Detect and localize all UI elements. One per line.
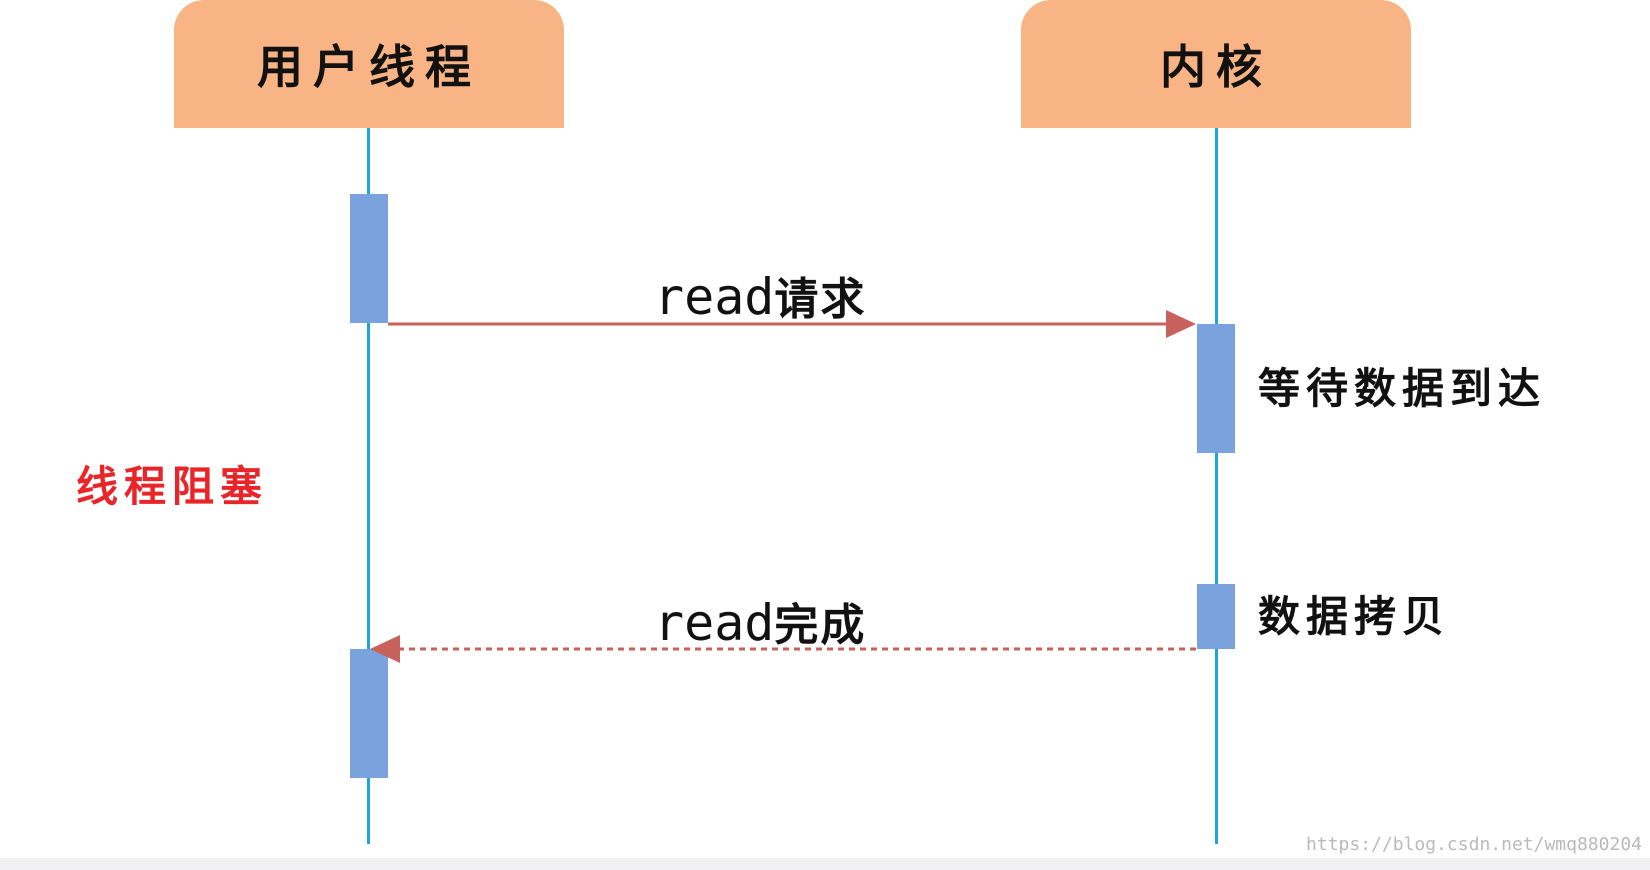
- note-thread-blocked: 线程阻塞: [76, 462, 269, 511]
- arrow-read-complete: [370, 635, 1196, 663]
- activation-kernel-waiting: [1197, 324, 1235, 453]
- message-request-prefix: read: [654, 268, 775, 326]
- message-complete-suffix: 完成: [774, 600, 867, 651]
- actor-kernel: 内核: [1021, 0, 1411, 128]
- activation-kernel-copying: [1197, 584, 1235, 649]
- arrowhead-left-icon: [370, 635, 400, 663]
- lifeline-user-thread: [367, 128, 370, 844]
- message-complete-prefix: read: [654, 594, 775, 652]
- actor-user-thread-label: 用户线程: [257, 40, 481, 94]
- activation-user-resume: [350, 649, 388, 778]
- actor-user-thread: 用户线程: [174, 0, 564, 128]
- watermark-text: https://blog.csdn.net/wmq880204: [1306, 834, 1642, 855]
- actor-kernel-label: 内核: [1160, 40, 1272, 94]
- arrow-read-request: [388, 310, 1196, 338]
- lifeline-kernel: [1215, 128, 1218, 844]
- message-read-request-label: read请求: [654, 272, 866, 322]
- message-read-complete-label: read完成: [654, 598, 866, 648]
- arrowhead-right-icon: [1166, 310, 1196, 338]
- note-data-copy: 数据拷贝: [1258, 592, 1451, 641]
- message-request-suffix: 请求: [774, 274, 867, 325]
- note-waiting-data: 等待数据到达: [1258, 364, 1547, 413]
- bottom-band: [0, 858, 1650, 870]
- activation-user-request: [350, 194, 388, 323]
